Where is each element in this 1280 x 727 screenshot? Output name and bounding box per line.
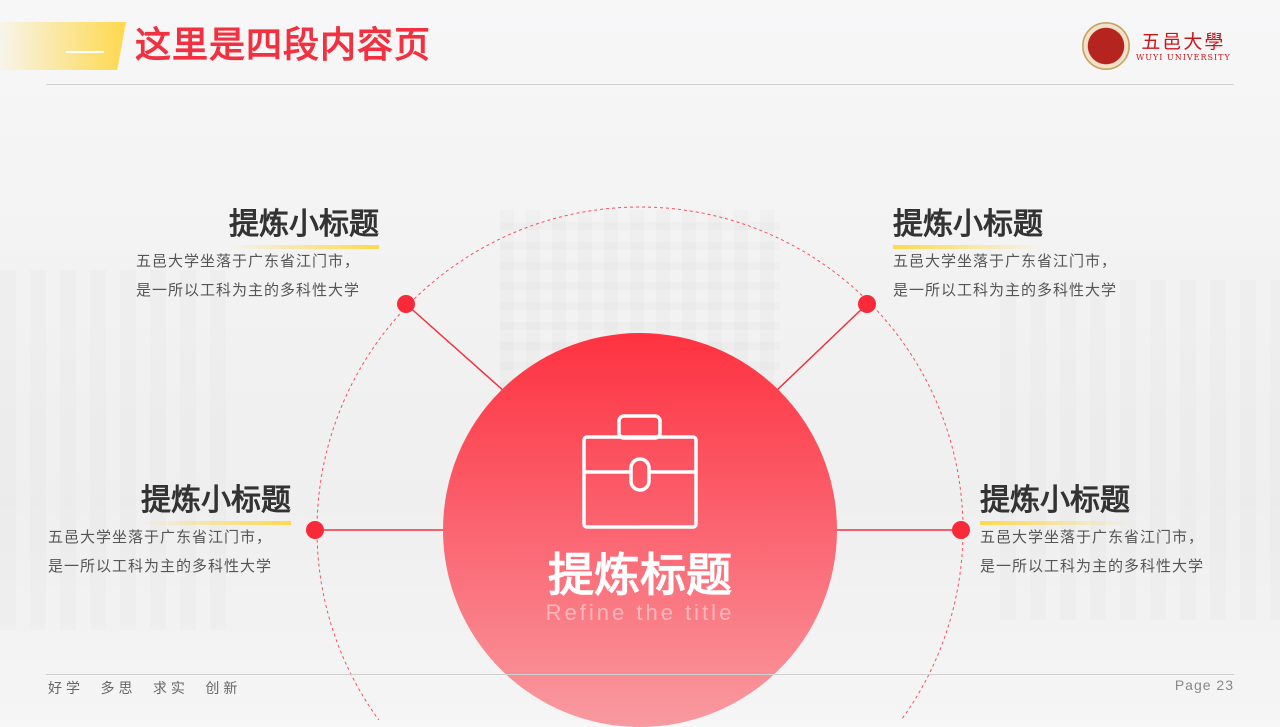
- block-heading: 提炼小标题: [893, 205, 1043, 249]
- block-text-line2: 是一所以工科为主的多科性大学: [980, 557, 1205, 575]
- header-divider: [46, 84, 1234, 85]
- block-text-line1: 五邑大学坐落于广东省江门市，: [893, 252, 1118, 270]
- footer-divider: [46, 674, 1234, 675]
- block-text-line2: 是一所以工科为主的多科性大学: [48, 557, 273, 575]
- block-text-line1: 五邑大学坐落于广东省江门市，: [48, 528, 273, 546]
- dot-right: [952, 521, 970, 539]
- block-text-line2: 是一所以工科为主的多科性大学: [136, 281, 361, 299]
- block-text-line1: 五邑大学坐落于广东省江门市，: [980, 528, 1205, 546]
- heading-underline: [893, 245, 1043, 249]
- heading-underline: [980, 521, 1130, 525]
- logo-chinese-name: 五邑大學: [1141, 30, 1226, 53]
- heading-underline: [229, 245, 379, 249]
- text-block-top-right: 提炼小标题 五邑大学坐落于广东省江门市， 是一所以工科为主的多科性大学: [893, 205, 1117, 305]
- background-photo-right: [1000, 280, 1280, 620]
- heading-underline: [141, 521, 291, 525]
- connector-line-top-right: [774, 303, 868, 393]
- block-heading: 提炼小标题: [141, 481, 291, 525]
- header-accent-bar: [0, 22, 126, 70]
- text-block-top-left: 提炼小标题 五邑大学坐落于广东省江门市， 是一所以工科为主的多科性大学: [136, 205, 379, 305]
- block-heading: 提炼小标题: [980, 481, 1130, 525]
- center-circle: [443, 333, 837, 727]
- university-seal-icon: [1082, 22, 1130, 70]
- center-title: 提炼标题: [548, 548, 732, 602]
- page-number: Page 23: [1174, 677, 1234, 693]
- header-accent-dash: [66, 51, 104, 53]
- text-block-right: 提炼小标题 五邑大学坐落于广东省江门市， 是一所以工科为主的多科性大学: [980, 481, 1204, 581]
- page-title: 这里是四段内容页: [135, 25, 432, 66]
- text-block-left: 提炼小标题 五邑大学坐落于广东省江门市， 是一所以工科为主的多科性大学: [48, 481, 291, 581]
- footer-motto: 好学 多思 求实 创新: [48, 681, 242, 697]
- block-text-line2: 是一所以工科为主的多科性大学: [893, 281, 1118, 299]
- logo-english-name: WUYI UNIVERSITY: [1136, 52, 1231, 62]
- connector-line-top-left: [405, 303, 506, 393]
- block-heading: 提炼小标题: [229, 205, 379, 249]
- dot-top-left: [397, 295, 415, 313]
- background-photo-left: [0, 270, 240, 630]
- dot-top-right: [858, 295, 876, 313]
- block-text-line1: 五邑大学坐落于广东省江门市，: [136, 252, 361, 270]
- dot-left: [306, 521, 324, 539]
- university-logo: 五邑大學 WUYI UNIVERSITY: [1082, 22, 1231, 70]
- briefcase-icon: [582, 414, 698, 529]
- center-subtitle: Refine the title: [545, 600, 735, 625]
